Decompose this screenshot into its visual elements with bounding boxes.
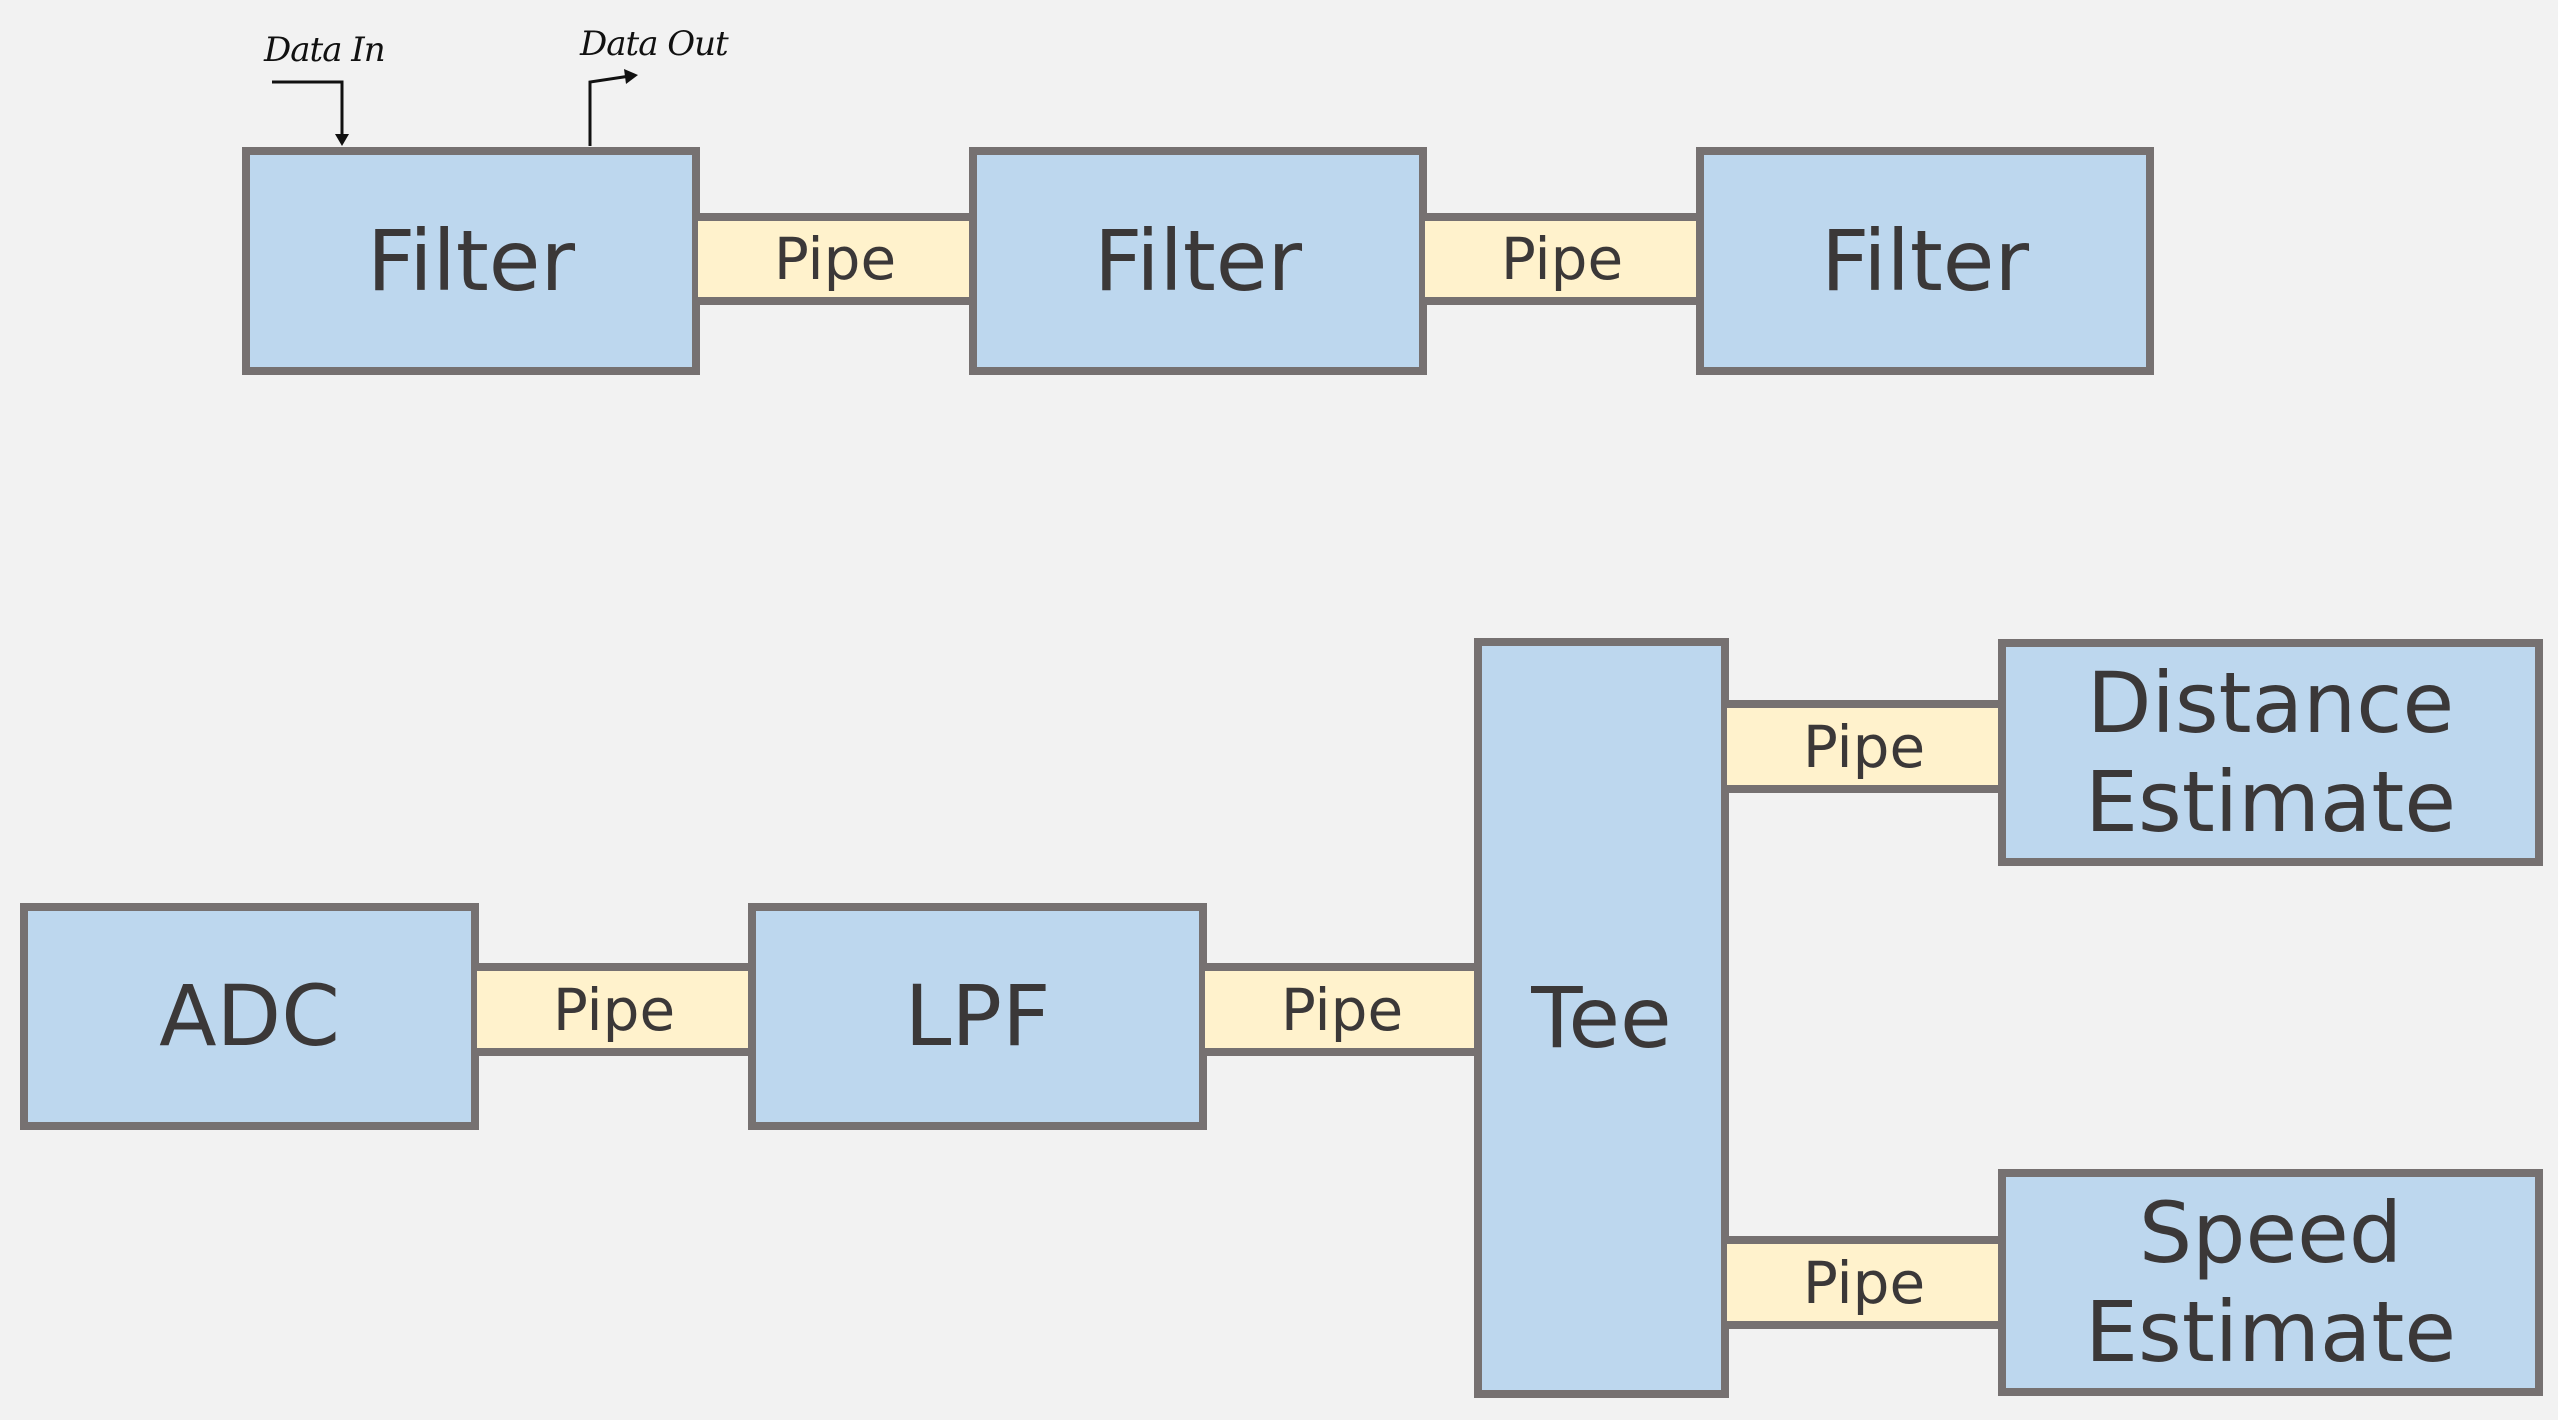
filter-label: Filter [1820, 211, 2030, 310]
filter-box-1: Filter [242, 147, 700, 375]
distance-estimate-box: Distance Estimate [1998, 639, 2543, 866]
data-out-label: Data Out [580, 24, 729, 64]
pipe-label: Pipe [1802, 1248, 1926, 1317]
filter-box-2: Filter [969, 147, 1427, 375]
pipe-label: Pipe [773, 225, 897, 293]
pipe-adc-lpf: Pipe [477, 963, 751, 1056]
data-in-arrowhead [335, 134, 349, 146]
pipe-2: Pipe [1425, 213, 1699, 305]
speed-label-line2: Estimate [2084, 1282, 2457, 1381]
data-in-arrow [272, 80, 344, 142]
tee-label: Tee [1531, 968, 1672, 1067]
pipe-1: Pipe [698, 213, 972, 305]
filter-label: Filter [366, 211, 576, 310]
data-in-label: Data In [264, 30, 386, 70]
tee-box: Tee [1474, 638, 1729, 1398]
pipe-label: Pipe [552, 975, 676, 1044]
filter-label: Filter [1093, 211, 1303, 310]
distance-label-line2: Estimate [2084, 752, 2457, 851]
pipe-lpf-tee: Pipe [1205, 963, 1479, 1056]
pipe-label: Pipe [1280, 975, 1404, 1044]
distance-label-line1: Distance [2086, 654, 2455, 753]
adc-label: ADC [159, 967, 340, 1066]
pipe-tee-distance: Pipe [1727, 700, 2001, 793]
speed-label-line1: Speed [2138, 1184, 2403, 1283]
data-out-arrowhead [624, 69, 638, 84]
adc-box: ADC [20, 903, 479, 1130]
speed-estimate-box: Speed Estimate [1998, 1169, 2543, 1396]
lpf-box: LPF [748, 903, 1207, 1130]
pipe-tee-speed: Pipe [1727, 1236, 2001, 1329]
data-out-arrow [588, 74, 631, 146]
lpf-label: LPF [904, 967, 1051, 1066]
pipe-label: Pipe [1802, 712, 1926, 781]
pipe-label: Pipe [1500, 225, 1624, 293]
filter-box-3: Filter [1696, 147, 2154, 375]
